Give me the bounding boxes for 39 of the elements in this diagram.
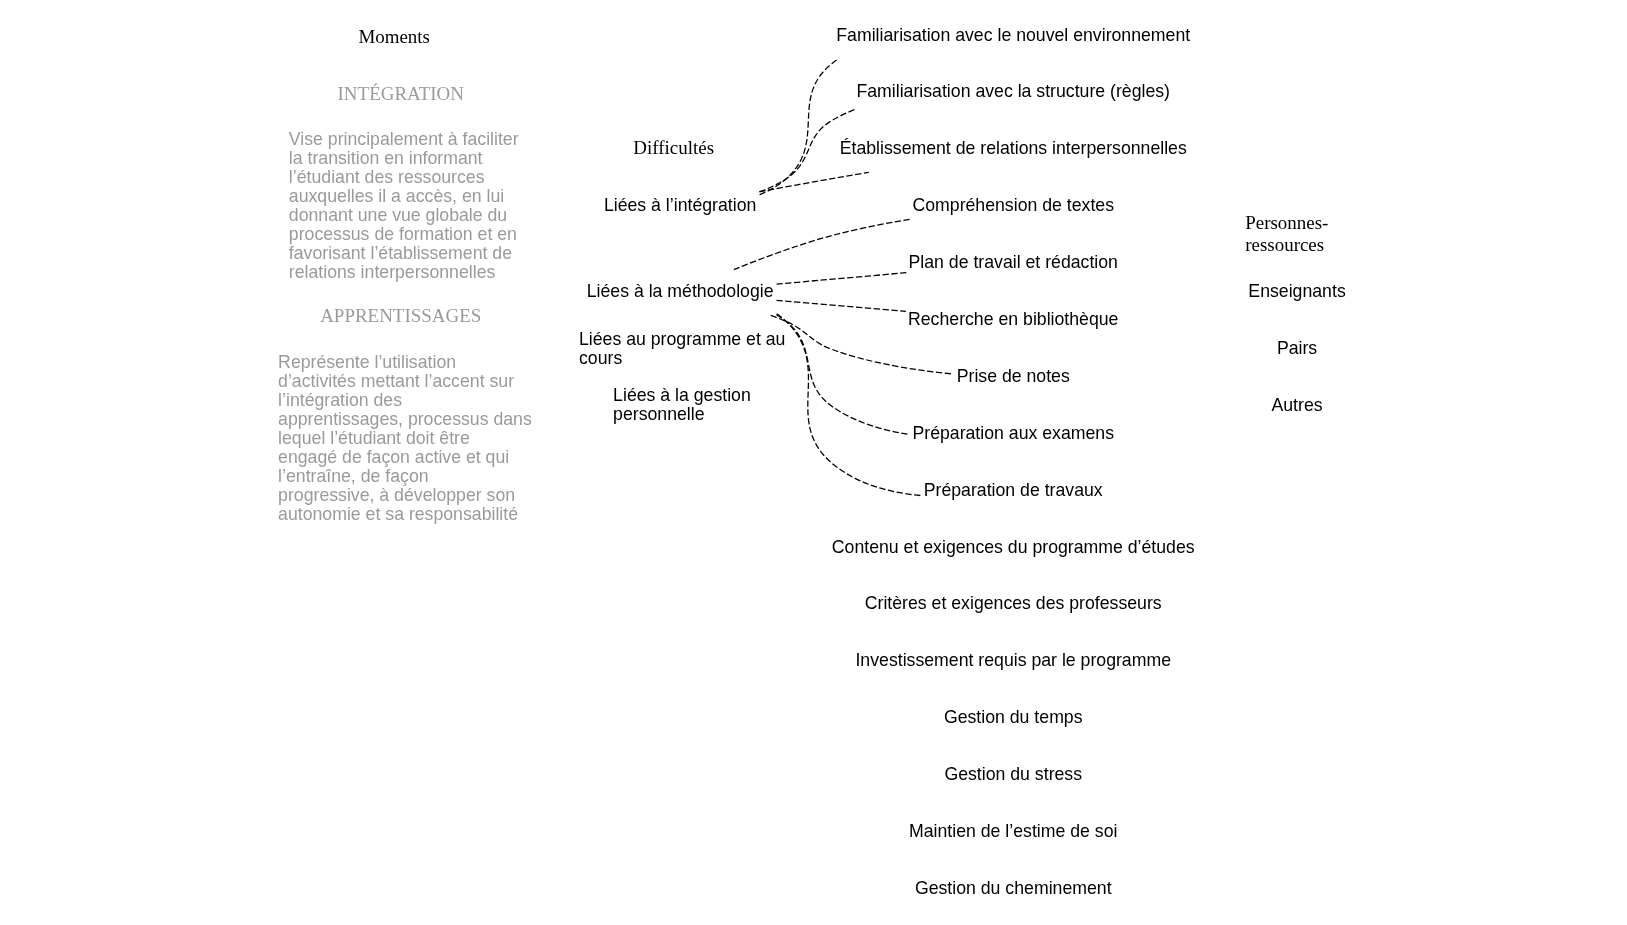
- node-text: Recherche en bibliothèque: [908, 308, 1119, 329]
- label: INTÉGRATION: [337, 82, 464, 104]
- node-text: Préparation de travaux: [923, 479, 1103, 500]
- label: Maintien de l’estime de soi: [909, 820, 1118, 841]
- connector: [775, 314, 911, 436]
- label: Liées au programme et au cours: [578, 328, 786, 368]
- label: Représente l’utilisation d’activités mettant l’accent sur l’intégration des apprentissages, processus dans lequel l’étudiant doit être engagé de façon active et qui l’entraîne, de façon progressive, à développer son autonomie et sa responsabilité: [278, 351, 532, 524]
- node-text: Liées à la méthodologie: [586, 281, 774, 302]
- node-text: Plan de travail et rédaction: [908, 252, 1118, 273]
- label: Moments: [358, 25, 430, 47]
- node-text: Liées à l’intégration: [603, 195, 757, 216]
- node-text: Préparation aux examens: [912, 422, 1115, 443]
- label: Critères et exigences des professeurs: [864, 593, 1162, 614]
- node-text: Compréhension de textes: [912, 195, 1115, 216]
- node-text: Prise de notes: [956, 365, 1070, 386]
- label: Personnes-ressources: [1245, 212, 1329, 255]
- label: Gestion du temps: [943, 707, 1083, 728]
- connector: [775, 272, 908, 285]
- label: Enseignants: [1248, 281, 1346, 302]
- connector: [758, 108, 857, 193]
- connector: [770, 314, 954, 375]
- node-text: Établissement de relations interpersonnelles: [839, 138, 1187, 159]
- label: Autres: [1271, 394, 1323, 415]
- label: Pairs: [1276, 338, 1318, 359]
- node-text: Familiarisation avec le nouvel environnement: [836, 24, 1191, 45]
- connector: [776, 313, 923, 497]
- label: Liées à la gestion personnelle: [613, 385, 751, 425]
- label: Difficultés: [633, 137, 715, 159]
- label: APPRENTISSAGES: [320, 305, 482, 327]
- node-text: Familiarisation avec la structure (règles): [856, 81, 1171, 102]
- label: Vise principalement à faciliter la transition en informant l’étudiant des ressources auxquelles il a accès, en lui donnant une vue globale du processus de formation et en favorisant l’établissement de relations interpersonnelles: [288, 128, 519, 282]
- label: Gestion du stress: [944, 764, 1083, 785]
- label: Gestion du cheminement: [914, 877, 1112, 898]
- connector: [733, 218, 911, 271]
- connector: [758, 58, 839, 196]
- label: Investissement requis par le programme: [855, 650, 1172, 671]
- connector: [775, 299, 907, 312]
- label: Contenu et exigences du programme d’études: [831, 536, 1195, 557]
- connector: [758, 171, 870, 193]
